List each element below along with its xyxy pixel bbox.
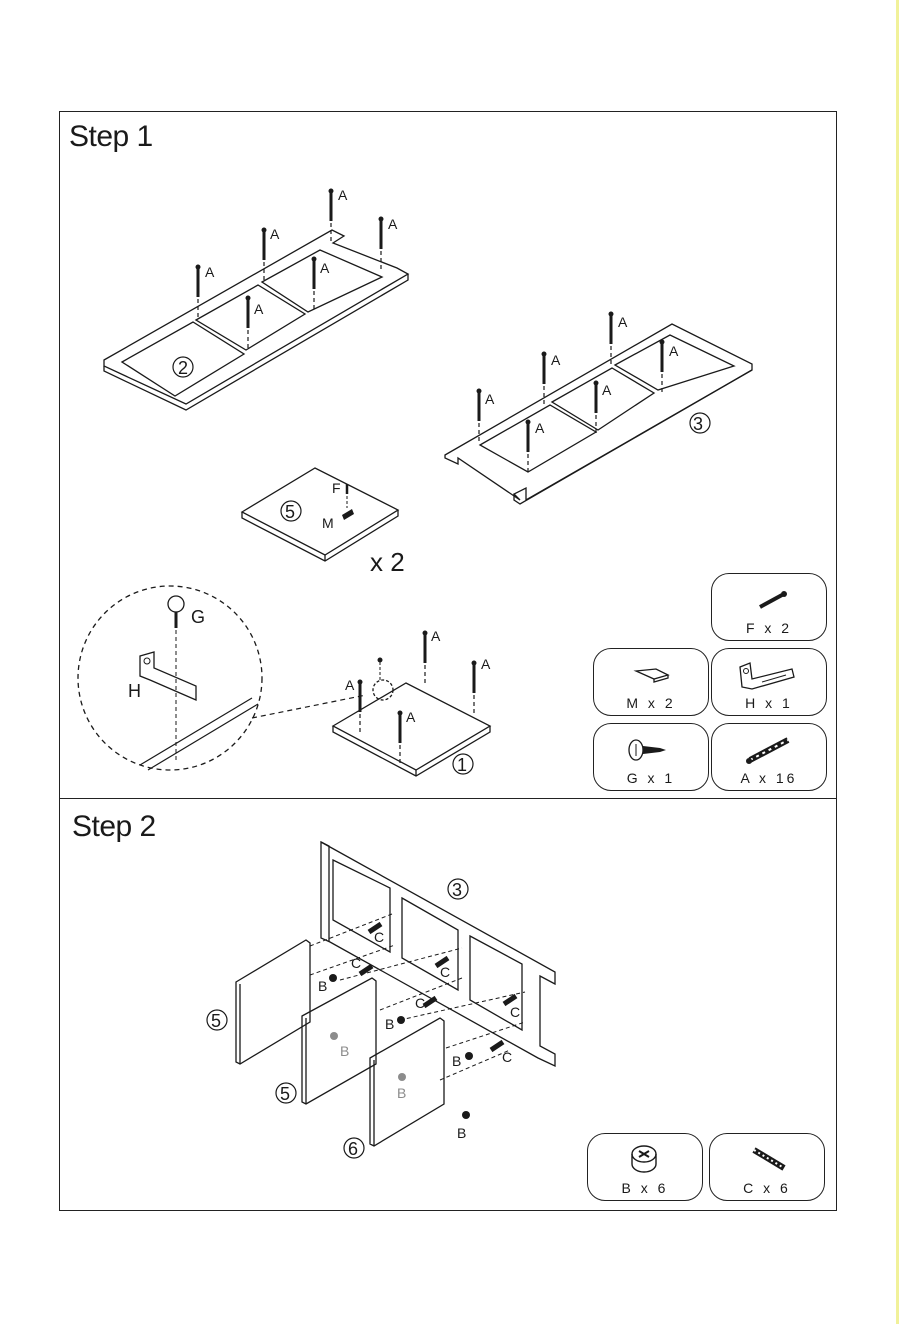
hardware-card-c: C x 6: [709, 1133, 825, 1201]
part-5-number: 5: [285, 502, 295, 522]
dowel-labels-part-3: A A A A A A: [485, 314, 679, 436]
part-3-frame: [445, 324, 752, 504]
bolt-c-label: C: [510, 1004, 520, 1020]
dowel-label: A: [320, 260, 330, 276]
dowel-label: A: [406, 709, 416, 725]
step2-part-5-number: 5: [211, 1011, 221, 1031]
dowels-part-2: [196, 189, 384, 351]
dowel-label: A: [602, 382, 612, 398]
screw-g-icon: [594, 724, 710, 774]
part-1-number: 1: [457, 755, 467, 775]
dowels-part-3: [477, 312, 665, 475]
screw-f-icon: [712, 574, 828, 624]
hardware-card-m: M x 2: [593, 648, 709, 716]
dowel-label: A: [345, 677, 355, 693]
cam-b-label: B: [340, 1043, 349, 1059]
hardware-card-f: F x 2: [711, 573, 827, 641]
cam-b-label: B: [385, 1016, 394, 1032]
cam-b-label: B: [457, 1125, 466, 1141]
dowel-label: A: [338, 187, 348, 203]
hardware-label: G x 1: [594, 770, 708, 786]
hardware-label: H x 1: [712, 695, 826, 711]
part-2-number: 2: [178, 358, 188, 378]
dowel-label: A: [431, 628, 441, 644]
dowel-label: A: [270, 226, 280, 242]
screw-f-and-plate-m: [342, 484, 354, 520]
dowel-label: A: [535, 420, 545, 436]
hardware-card-h: H x 1: [711, 648, 827, 716]
cam-b-label: B: [397, 1085, 406, 1101]
bolt-c-label: C: [415, 995, 425, 1011]
bracket-h-icon: [712, 649, 828, 699]
cam-bolt-c-icon: [710, 1134, 826, 1184]
dowel-label: A: [205, 264, 215, 280]
part-2-frame: [104, 230, 408, 410]
cam-b-label: B: [452, 1053, 461, 1069]
bracket-h-label: H: [128, 681, 141, 701]
dowel-label: A: [618, 314, 628, 330]
plate-m-label: M: [322, 515, 334, 531]
screw-g-label: G: [191, 607, 205, 627]
screw-f-label: F: [332, 480, 341, 496]
step2-part-3-number: 3: [452, 880, 462, 900]
plate-m-icon: [594, 649, 710, 699]
dowel-label: A: [551, 352, 561, 368]
cam-b-label: B: [318, 978, 327, 994]
dowel-label: A: [669, 343, 679, 359]
hardware-label: C x 6: [710, 1180, 824, 1196]
dowel-a-icon: [712, 724, 828, 774]
dowel-label: A: [481, 656, 491, 672]
hardware-card-a: A x 16: [711, 723, 827, 791]
step2-part-5b-number: 5: [280, 1084, 290, 1104]
bolt-c-label: C: [502, 1049, 512, 1065]
hardware-label: B x 6: [588, 1180, 702, 1196]
bolt-c-label: C: [374, 929, 384, 945]
hardware-label: M x 2: [594, 695, 708, 711]
step2-part-6-number: 6: [348, 1139, 358, 1159]
detail-callout: [78, 586, 366, 770]
hardware-card-g: G x 1: [593, 723, 709, 791]
hardware-label: A x 16: [712, 770, 826, 786]
hardware-card-b: B x 6: [587, 1133, 703, 1201]
quantity-multiplier: x 2: [370, 547, 405, 577]
cam-lock-b-icon: [588, 1134, 704, 1184]
dowel-label: A: [388, 216, 398, 232]
dowel-label: A: [485, 391, 495, 407]
hardware-label: F x 2: [712, 620, 826, 636]
part-3-number: 3: [693, 414, 703, 434]
bolt-c-label: C: [440, 964, 450, 980]
bolt-c-label: C: [351, 955, 361, 971]
dowel-label: A: [254, 301, 264, 317]
